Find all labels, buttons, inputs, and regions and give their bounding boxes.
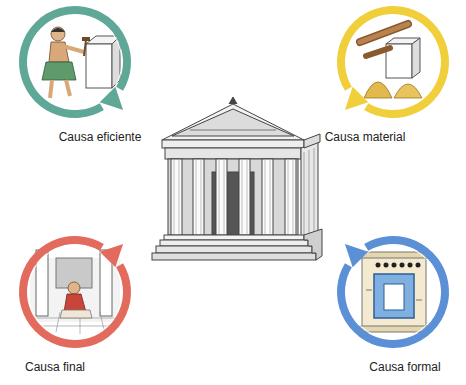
cause-ring <box>331 0 455 124</box>
temple <box>152 97 322 260</box>
ring-arrowhead <box>100 87 123 110</box>
label-text: Causa eficiente <box>59 130 142 144</box>
cause-ring <box>13 230 137 354</box>
sculptor-illustration <box>42 27 120 98</box>
cause-ring <box>331 230 455 354</box>
label-text: Causa formal <box>369 360 440 374</box>
ring-arrowhead <box>345 244 368 267</box>
cause-circle: Causa formal <box>331 230 455 374</box>
cause-label: Causa material <box>303 130 427 144</box>
materials-illustration <box>360 24 422 98</box>
ring-arc <box>23 240 127 344</box>
label-text: Causa final <box>25 360 85 374</box>
cause-label: Causa final <box>0 360 117 374</box>
ring-arc <box>341 10 445 114</box>
worshipper-illustration <box>30 250 120 334</box>
ring-arc <box>23 10 127 114</box>
ring-arrowhead <box>345 87 368 110</box>
plan-illustration <box>358 252 430 332</box>
label-text: Causa material <box>325 130 406 144</box>
ring-arc <box>341 240 445 344</box>
cause-circle: Causa material <box>331 0 455 144</box>
cause-label: Causa formal <box>343 360 466 374</box>
ring-arrowhead <box>100 244 123 267</box>
cause-ring <box>13 0 137 124</box>
cause-circle: Causa final <box>13 230 137 374</box>
cause-label: Causa eficiente <box>38 130 162 144</box>
cause-circle: Causa eficiente <box>13 0 137 144</box>
